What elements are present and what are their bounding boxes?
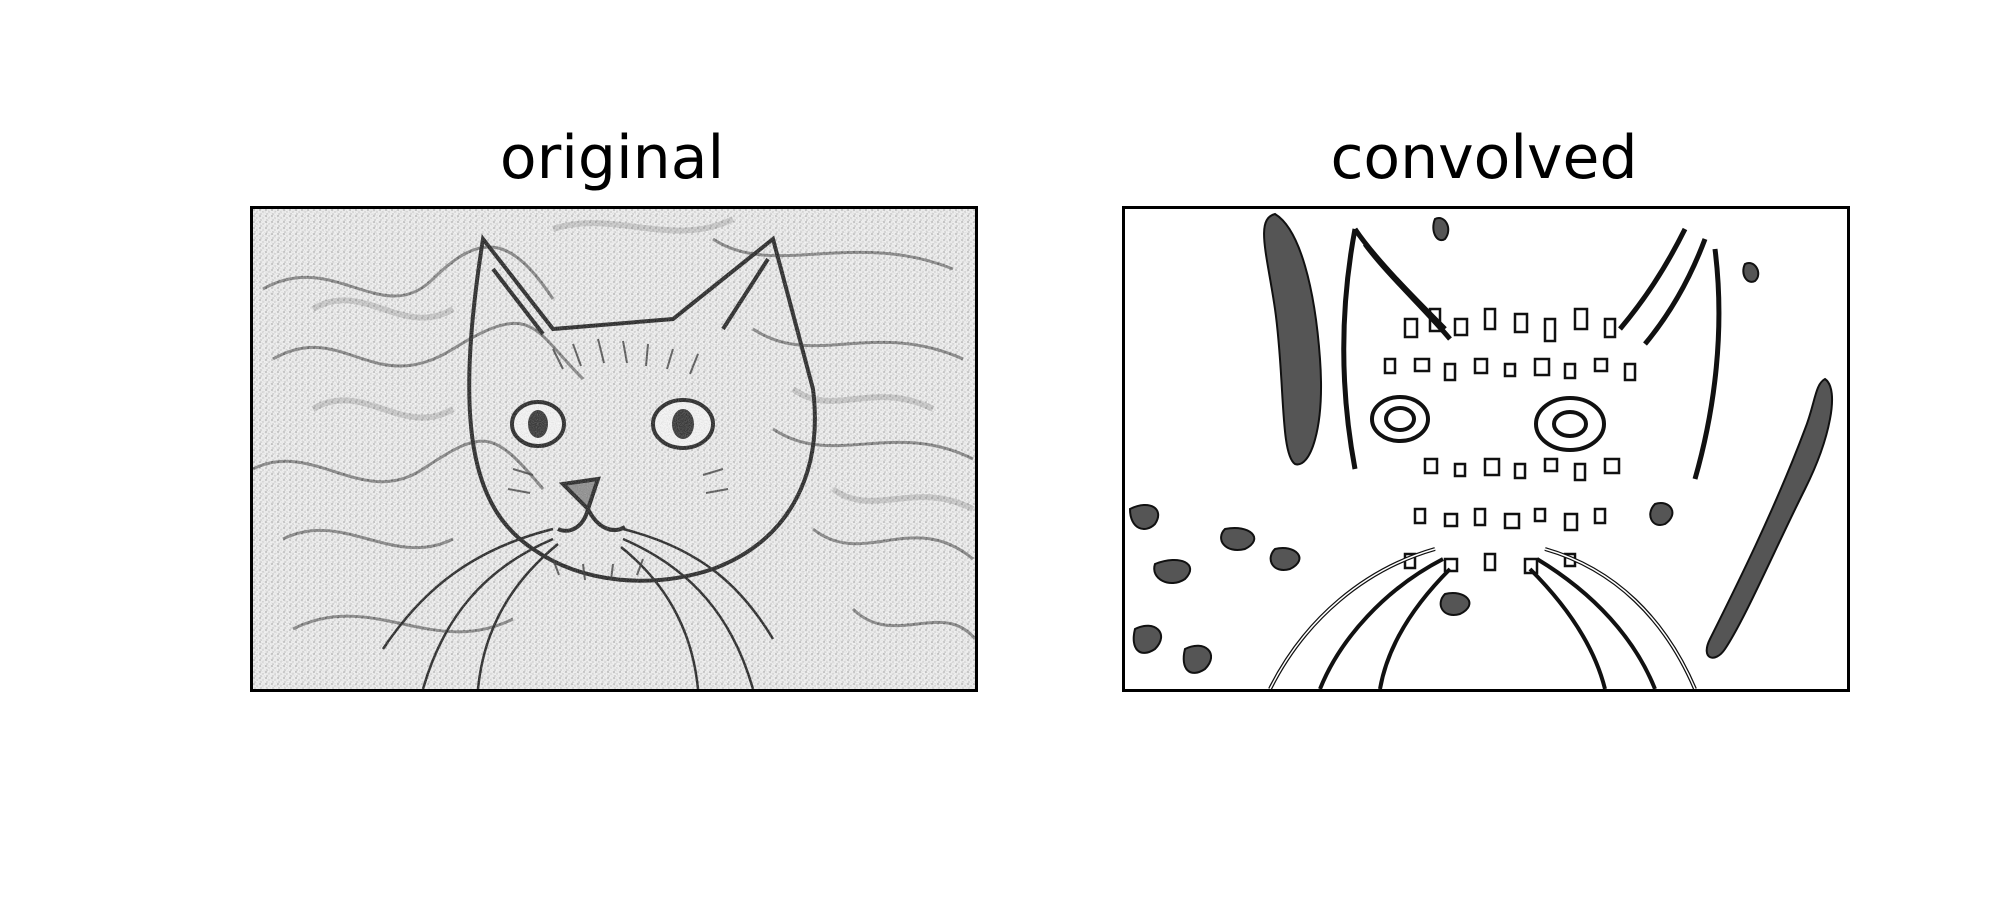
cat-image-original xyxy=(253,209,975,689)
panel-title-convolved: convolved xyxy=(1330,123,1638,193)
panel-title-original: original xyxy=(499,123,725,193)
image-panel-original xyxy=(250,206,978,692)
cat-image-convolved xyxy=(1125,209,1847,689)
image-panel-convolved xyxy=(1122,206,1850,692)
